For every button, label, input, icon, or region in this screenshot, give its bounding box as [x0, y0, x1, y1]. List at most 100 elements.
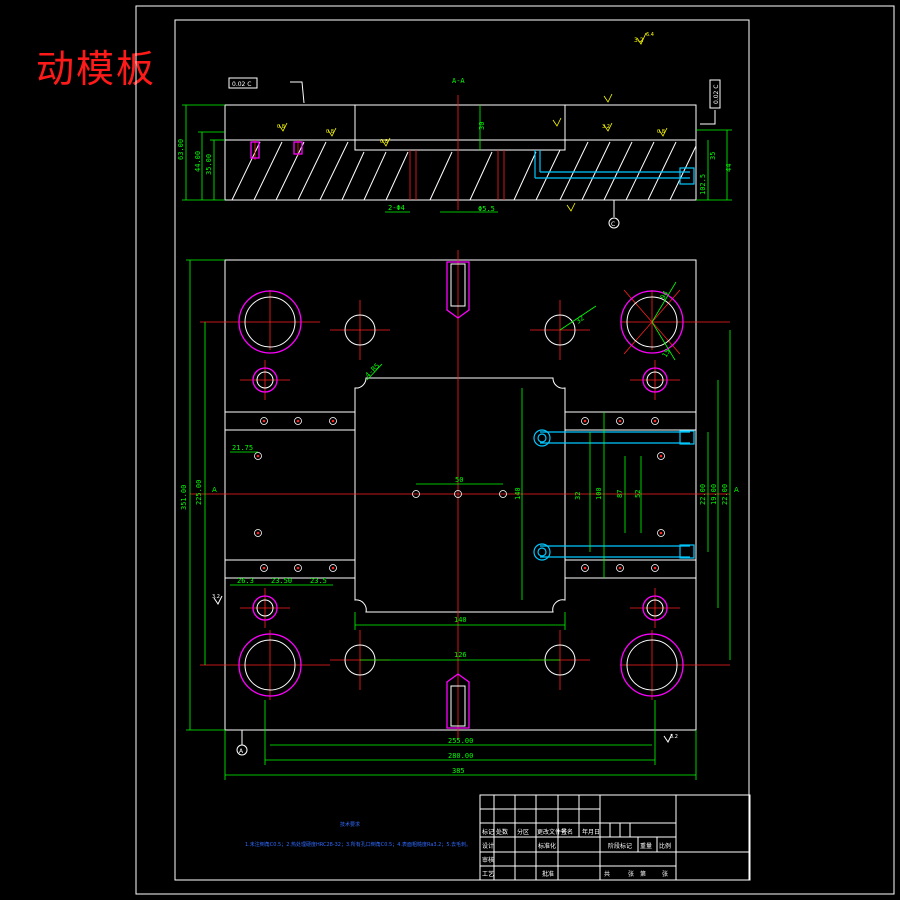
title-block	[479, 794, 751, 881]
svg-text:张: 张	[628, 870, 634, 878]
dim-126: 126	[454, 651, 467, 659]
dim-220-v: 22.00	[699, 484, 707, 505]
guide-hole-outer-tl	[238, 290, 302, 354]
plate-section-outline	[224, 104, 697, 201]
svg-text:工艺: 工艺	[482, 870, 494, 878]
dim-280: 280.00	[448, 752, 473, 760]
title-block-text: 标记 处数 分区 更改文件号 签名 年月日 设计 标准化 阶段标记 重量 比例 …	[482, 828, 671, 878]
dim-phi5.5: Φ5.5	[478, 205, 495, 213]
dim-52-v: 52	[634, 490, 642, 498]
svg-text:张: 张	[662, 870, 668, 878]
tolerance-frame-right: 0.02 C	[709, 79, 721, 109]
svg-text:0.02 C: 0.02 C	[713, 85, 720, 104]
roughness-top-value: 6.4	[646, 32, 654, 38]
plan-roughness-value-2: 3.2	[670, 734, 678, 740]
svg-text:0.02 C: 0.02 C	[232, 81, 251, 88]
dim-23.5: 23.5	[310, 577, 327, 585]
section-marker-left: A	[212, 486, 217, 494]
section-screw-holes	[250, 141, 303, 159]
section-dims	[182, 104, 732, 213]
plate-outline	[224, 259, 697, 731]
section-marker-right: A	[734, 486, 739, 494]
datum-a-marker	[236, 744, 248, 756]
plan-centerlines	[190, 250, 730, 740]
notes-title: 技术要求	[340, 821, 360, 828]
roughness-marks	[278, 32, 668, 212]
cavity-pocket	[354, 377, 566, 613]
svg-text:比例: 比例	[659, 842, 671, 850]
notes-line: 1.未注倒角C0.5；2.热处理硬度HRC28-32；3.所有孔口倒角C0.5；…	[245, 841, 471, 848]
dim-351: 351.00	[180, 485, 188, 510]
inner-frame	[174, 19, 750, 881]
plan-roughness-value-1: 3.2	[212, 594, 220, 600]
section-centerlines	[254, 95, 505, 210]
roughness-value-1: 0.8	[277, 124, 285, 130]
dim-220b-v: 22.00	[721, 484, 729, 505]
plan-dims	[186, 259, 731, 780]
guide-hole-inner-tl	[244, 296, 296, 348]
dim-32-v: 32	[574, 492, 582, 500]
svg-text:处数: 处数	[496, 828, 508, 836]
dim-right-35: 35	[709, 152, 717, 160]
section-water-channel	[534, 150, 695, 185]
roughness-main-value: 3.2	[634, 37, 644, 44]
guide-bushing-holes	[238, 290, 684, 697]
dim-50: 50	[455, 476, 463, 484]
dim-right-44: 44	[725, 164, 733, 172]
roughness-value-3: 0.8	[380, 139, 388, 145]
svg-text:共: 共	[604, 870, 610, 878]
guide-hole-inner-br	[626, 639, 678, 691]
dim-140-v: 140	[514, 487, 522, 500]
dim-35: 35.00	[205, 154, 213, 175]
datum-c-marker	[608, 217, 620, 229]
drawing-title: 动模板	[36, 47, 157, 91]
guide-hole-outer-bl	[238, 633, 302, 697]
dim-63: 63.00	[177, 139, 185, 160]
dim-30: 30	[478, 122, 486, 130]
dim-44: 44.00	[194, 151, 202, 172]
dim-255: 255.00	[448, 737, 473, 745]
roughness-value-4: 3.2	[602, 124, 610, 130]
svg-text:更改文件号: 更改文件号	[537, 828, 567, 836]
dim-26.3: 26.3	[237, 577, 254, 585]
svg-text:标准化: 标准化	[538, 842, 556, 850]
svg-text:标记: 标记	[482, 828, 494, 836]
dim-21.75: 21.75	[232, 444, 253, 452]
guide-hole-outer-br	[620, 633, 684, 697]
dim-385: 385	[452, 767, 465, 775]
svg-text:签名: 签名	[561, 828, 573, 836]
guide-hole-inner-tr	[626, 296, 678, 348]
guide-hole-outer-tr	[620, 290, 684, 354]
svg-text:分区: 分区	[517, 828, 529, 836]
svg-text:阶段标记: 阶段标记	[608, 842, 632, 850]
dim-190-v: 19.00	[710, 484, 718, 505]
roughness-value-2: 0.8	[326, 129, 334, 135]
outer-frame	[135, 5, 895, 895]
screw-holes	[252, 367, 668, 621]
datum-c-label: C	[611, 221, 615, 228]
dim-140: 140	[454, 616, 467, 624]
small-holes	[254, 417, 665, 572]
water-channels	[533, 429, 695, 561]
svg-text:重量: 重量	[640, 842, 652, 850]
dim-100-v: 100	[595, 487, 603, 500]
slots	[446, 261, 470, 729]
section-hatching	[231, 141, 697, 201]
section-view: A-A	[177, 32, 733, 229]
svg-text:第: 第	[640, 870, 646, 878]
dim-phi15: 15	[661, 348, 672, 359]
plan-roughness-marks	[213, 595, 673, 743]
svg-text:审核: 审核	[482, 856, 494, 864]
dim-225-v: 225.00	[195, 480, 203, 505]
tolerance-frame-left: 0.02 C	[228, 77, 258, 89]
svg-text:设计: 设计	[482, 842, 494, 850]
dim-right-102: 102.5	[699, 174, 707, 195]
dim-phi94: 94	[659, 290, 670, 301]
dim-23.50: 23.50	[271, 577, 292, 585]
pocket-section	[354, 104, 566, 151]
dim-87-v: 87	[616, 490, 624, 498]
svg-text:年月日: 年月日	[582, 828, 600, 836]
plan-view: 351.00 225.00 385 280.00 255.00 140 126 …	[180, 250, 739, 780]
svg-text:批准: 批准	[542, 870, 554, 878]
